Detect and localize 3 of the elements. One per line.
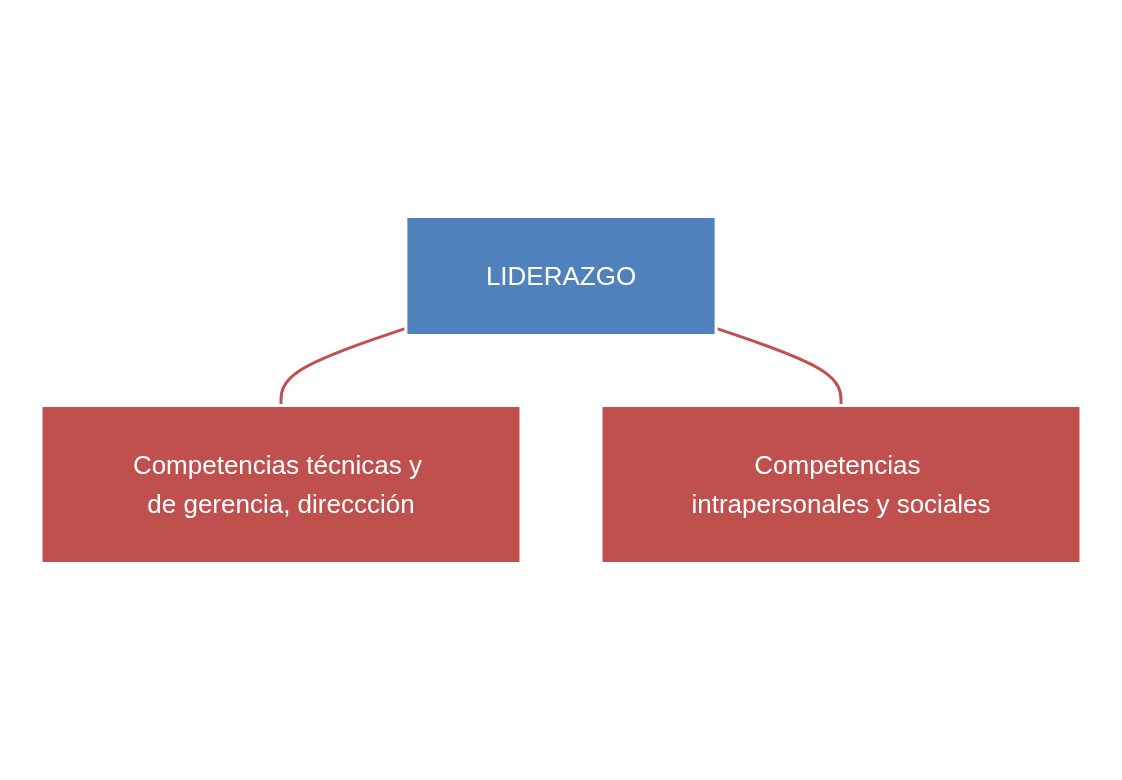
node-box: LIDERAZGO	[404, 215, 718, 337]
node-box: Competencias técnicas y de gerencia, direccción	[39, 404, 523, 565]
node-box: Competencias intrapersonales y sociales	[599, 404, 1083, 565]
